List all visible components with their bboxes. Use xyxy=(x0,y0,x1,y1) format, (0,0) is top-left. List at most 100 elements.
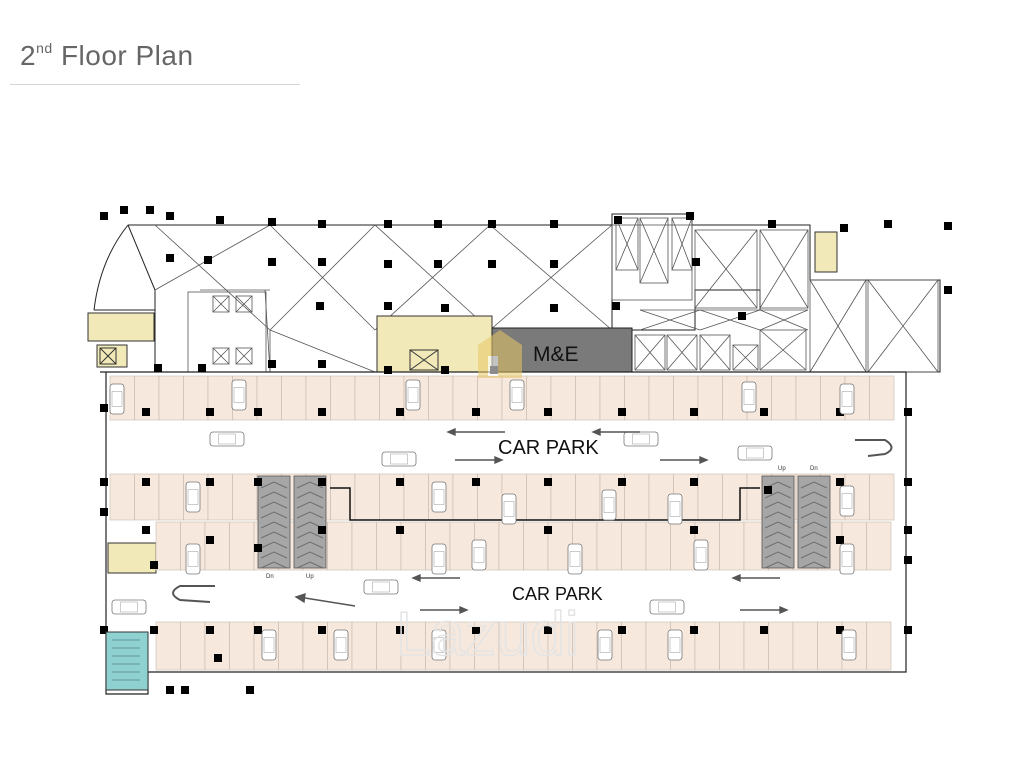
ramp-label-up-left: Up xyxy=(306,574,314,580)
column xyxy=(836,626,844,634)
column xyxy=(690,478,698,486)
column xyxy=(100,212,108,220)
column xyxy=(690,408,698,416)
parking-bay xyxy=(866,521,892,571)
parking-bay xyxy=(768,621,794,671)
column xyxy=(944,286,952,294)
column xyxy=(904,478,912,486)
parking-bay xyxy=(498,521,524,571)
column xyxy=(550,304,558,312)
column xyxy=(268,360,276,368)
car-icon xyxy=(839,485,855,517)
car-icon xyxy=(667,629,683,661)
column xyxy=(618,478,626,486)
column xyxy=(146,206,154,214)
title-underline xyxy=(10,84,300,85)
column xyxy=(764,486,772,494)
parking-bay xyxy=(477,375,503,421)
car-icon xyxy=(693,539,709,571)
parking-bay xyxy=(351,621,377,671)
column xyxy=(472,626,480,634)
parking-bay xyxy=(449,521,475,571)
column xyxy=(204,256,212,264)
car-icon xyxy=(649,599,685,615)
column xyxy=(316,302,324,310)
upper-right-voids xyxy=(611,217,939,373)
column xyxy=(206,478,214,486)
column xyxy=(686,212,694,220)
parking-bay xyxy=(645,521,671,571)
column xyxy=(760,408,768,416)
lift-core-left xyxy=(187,291,267,373)
parking-bay xyxy=(624,473,650,521)
ramp-label-dn-right: Dn xyxy=(810,466,818,472)
column xyxy=(318,360,326,368)
column xyxy=(840,224,848,232)
column xyxy=(254,478,262,486)
car-icon xyxy=(501,493,517,525)
car-icon xyxy=(597,629,613,661)
column xyxy=(154,364,162,372)
parking-bay xyxy=(719,621,745,671)
parking-bay xyxy=(550,473,576,521)
column xyxy=(318,258,326,266)
column xyxy=(396,478,404,486)
ramp xyxy=(797,475,831,569)
column xyxy=(544,526,552,534)
column xyxy=(206,626,214,634)
column xyxy=(836,536,844,544)
car-icon xyxy=(431,481,447,513)
parking-bay xyxy=(572,621,598,671)
parking-bay xyxy=(330,473,356,521)
column xyxy=(318,526,326,534)
structural-columns xyxy=(100,206,952,694)
column xyxy=(318,626,326,634)
car-icon xyxy=(841,629,857,661)
column xyxy=(100,404,108,412)
column xyxy=(690,526,698,534)
column xyxy=(396,408,404,416)
parking-bay xyxy=(330,375,356,421)
car-icon xyxy=(185,481,201,513)
car-icon xyxy=(111,599,147,615)
column xyxy=(434,260,442,268)
parking-bay xyxy=(327,521,353,571)
parking-bay xyxy=(869,473,895,521)
parking-bay xyxy=(719,521,745,571)
parking-bay xyxy=(400,621,426,671)
car-icon xyxy=(209,431,245,447)
column xyxy=(318,408,326,416)
car-park-label-upper: CAR PARK xyxy=(498,437,599,459)
column xyxy=(396,526,404,534)
column xyxy=(166,686,174,694)
parking-bay xyxy=(498,621,524,671)
column xyxy=(904,556,912,564)
parking-bay xyxy=(722,473,748,521)
column xyxy=(904,526,912,534)
parking-bay xyxy=(155,621,181,671)
car-icon xyxy=(567,543,583,575)
watermark-text: Lazudi xyxy=(396,600,579,669)
car-icon xyxy=(261,629,277,661)
parking-bay xyxy=(229,621,255,671)
car-icon xyxy=(471,539,487,571)
parking-bay xyxy=(109,473,135,521)
car-icon xyxy=(839,543,855,575)
parking-bay xyxy=(155,521,181,571)
column xyxy=(120,206,128,214)
parking-bay xyxy=(183,375,209,421)
parking-bay xyxy=(523,621,549,671)
column xyxy=(206,408,214,416)
column xyxy=(904,408,912,416)
column xyxy=(384,366,392,374)
column xyxy=(544,626,552,634)
column xyxy=(318,220,326,228)
column xyxy=(384,260,392,268)
parking-bay xyxy=(449,621,475,671)
car-icon xyxy=(667,493,683,525)
car-icon xyxy=(185,543,201,575)
column xyxy=(150,626,158,634)
parking-bay xyxy=(575,375,601,421)
car-icon xyxy=(231,379,247,411)
service-rooms xyxy=(87,231,838,574)
